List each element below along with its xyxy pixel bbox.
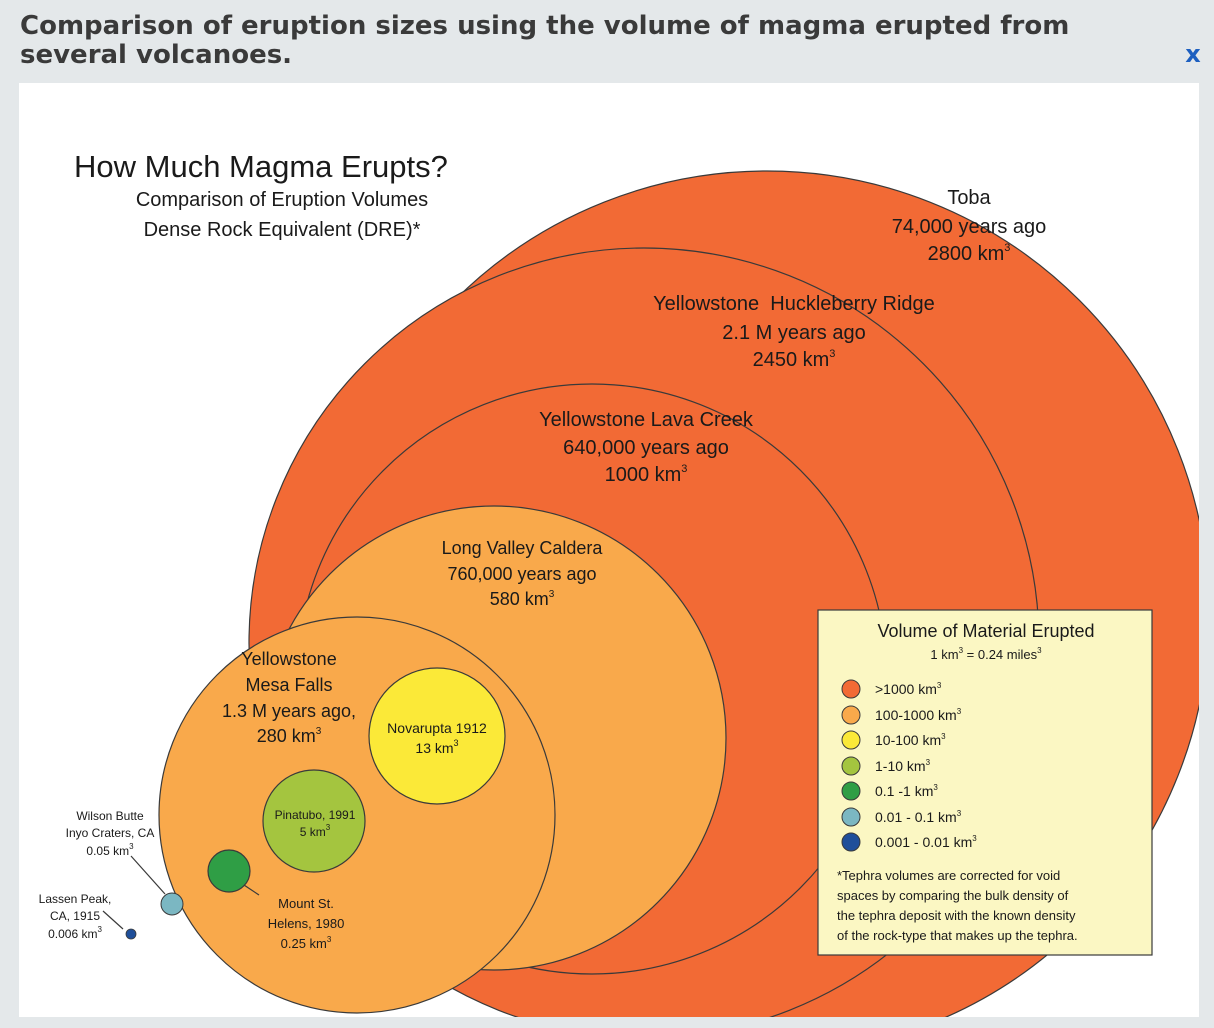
circle-novarupta (368, 667, 506, 805)
figure-subtitle-1: Comparison of Eruption Volumes (136, 189, 428, 211)
legend-swatch (841, 679, 861, 699)
lassen-peak-name-2: CA, 1915 (50, 909, 100, 923)
lava-creek-age: 640,000 years ago (563, 437, 729, 459)
magma-comparison-diagram: How Much Magma Erupts? Comparison of Eru… (39, 149, 1199, 1017)
legend-conversion: 1 km3 = 0.24 miles3 (930, 646, 1042, 662)
legend-label: 0.001 - 0.01 km3 (875, 834, 977, 850)
novarupta-name: Novarupta 1912 (387, 720, 487, 736)
leader-line-wilson-butte (130, 855, 166, 895)
toba-volume: 2800 km3 (928, 242, 1011, 265)
legend-footnote-line: *Tephra volumes are corrected for void (837, 868, 1060, 883)
legend-title: Volume of Material Erupted (877, 621, 1094, 641)
long-valley-volume: 580 km3 (490, 589, 555, 609)
legend: Volume of Material Erupted 1 km3 = 0.24 … (817, 609, 1153, 956)
circle-pinatubo (262, 769, 366, 873)
leader-line-mount-st-helens (243, 884, 260, 896)
wilson-butte-name-2: Inyo Craters, CA (66, 826, 155, 840)
circle-lassen-peak (125, 928, 137, 940)
legend-item: 100-1000 km3 (841, 705, 962, 725)
legend-box (817, 609, 1153, 956)
pinatubo-volume: 5 km3 (300, 823, 331, 839)
legend-swatch (841, 756, 861, 776)
legend-label: >1000 km3 (875, 681, 942, 697)
toba-name: Toba (947, 187, 991, 209)
lava-creek-name: Yellowstone Lava Creek (539, 409, 754, 431)
legend-swatch (841, 807, 861, 827)
huckleberry-ridge-age: 2.1 M years ago (722, 322, 865, 344)
legend-swatch (841, 832, 861, 852)
mesa-falls-name-2: Mesa Falls (245, 675, 332, 695)
wilson-butte-volume: 0.05 km3 (86, 842, 134, 858)
legend-item: 0.001 - 0.01 km3 (841, 832, 977, 852)
legend-label: 1-10 km3 (875, 758, 931, 774)
circle-wilson-butte (160, 892, 184, 916)
close-button[interactable]: x (1185, 40, 1201, 68)
huckleberry-ridge-name: Yellowstone Huckleberry Ridge (653, 293, 935, 315)
legend-swatch (841, 781, 861, 801)
legend-item: >1000 km3 (841, 679, 942, 699)
figure-frame: How Much Magma Erupts? Comparison of Eru… (19, 83, 1199, 1017)
mesa-falls-age: 1.3 M years ago, (222, 701, 356, 721)
lava-creek-volume: 1000 km3 (605, 463, 688, 486)
mesa-falls-volume: 280 km3 (257, 726, 322, 746)
pinatubo-name: Pinatubo, 1991 (275, 808, 356, 822)
circle-mount-st-helens (207, 849, 251, 893)
toba-age: 74,000 years ago (892, 216, 1047, 238)
legend-item: 1-10 km3 (841, 756, 931, 776)
legend-label: 0.01 - 0.1 km3 (875, 809, 962, 825)
lassen-peak-volume: 0.006 km3 (48, 925, 102, 941)
legend-label: 100-1000 km3 (875, 707, 962, 723)
lassen-peak-name-1: Lassen Peak, (39, 892, 112, 906)
long-valley-age: 760,000 years ago (447, 564, 596, 584)
mount-st-helens-name-2: Helens, 1980 (268, 916, 345, 931)
legend-item: 0.01 - 0.1 km3 (841, 807, 962, 827)
huckleberry-ridge-volume: 2450 km3 (753, 348, 836, 371)
legend-item: 10-100 km3 (841, 730, 946, 750)
legend-swatch (841, 705, 861, 725)
mesa-falls-name-1: Yellowstone (241, 649, 336, 669)
legend-item: 0.1 -1 km3 (841, 781, 938, 801)
legend-label: 0.1 -1 km3 (875, 783, 938, 799)
legend-label: 10-100 km3 (875, 732, 946, 748)
leader-line-lassen-peak (102, 910, 124, 930)
figure-title: How Much Magma Erupts? (74, 149, 448, 184)
popup-title: Comparison of eruption sizes using the v… (20, 11, 1070, 70)
wilson-butte-name-1: Wilson Butte (76, 809, 144, 823)
mount-st-helens-volume: 0.25 km3 (281, 935, 332, 951)
legend-footnote-line: spaces by comparing the bulk density of (837, 888, 1069, 903)
mount-st-helens-name-1: Mount St. (278, 896, 334, 911)
figure-subtitle-2: Dense Rock Equivalent (DRE)* (144, 219, 421, 241)
long-valley-name: Long Valley Caldera (442, 538, 604, 558)
legend-footnote-line: the tephra deposit with the known densit… (837, 908, 1076, 923)
novarupta-volume: 13 km3 (415, 738, 458, 756)
legend-swatch (841, 730, 861, 750)
legend-footnote-line: of the rock-type that makes up the tephr… (837, 928, 1078, 943)
